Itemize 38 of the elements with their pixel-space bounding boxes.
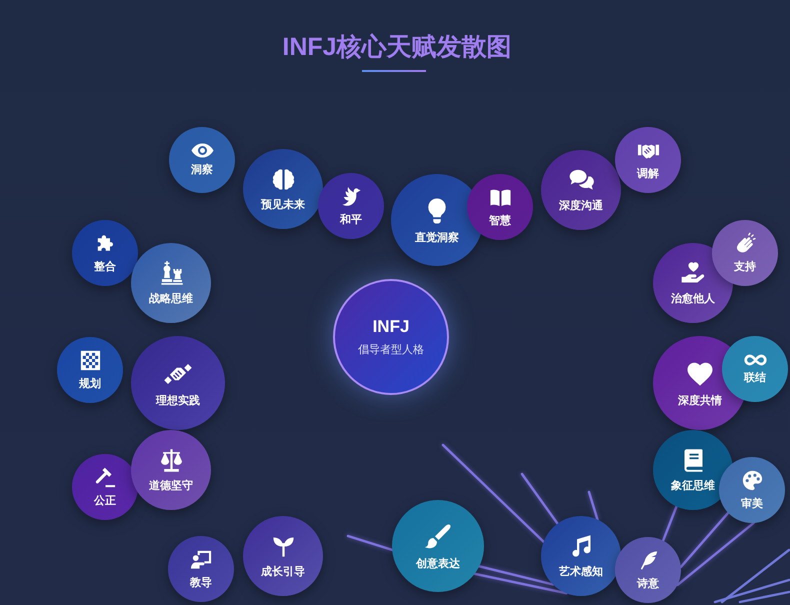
node-label: 调解 bbox=[637, 168, 659, 181]
connector-line bbox=[520, 472, 559, 525]
node-label: 治愈他人 bbox=[671, 293, 715, 306]
connector-line bbox=[442, 444, 545, 543]
node-label: 支持 bbox=[734, 261, 756, 274]
core-title: INFJ bbox=[372, 317, 410, 337]
node-label: 规划 bbox=[79, 378, 101, 391]
node-label: 预见未来 bbox=[261, 199, 305, 212]
node-label: 道德坚守 bbox=[149, 480, 193, 493]
node-label: 直觉洞察 bbox=[415, 232, 459, 244]
connector-line bbox=[662, 505, 678, 542]
node-label: 和平 bbox=[340, 214, 362, 227]
connector-line bbox=[676, 522, 755, 586]
node-label: 象征思维 bbox=[671, 480, 715, 493]
connector-line bbox=[474, 572, 568, 594]
node-label: 审美 bbox=[741, 498, 763, 511]
node-label: 公正 bbox=[94, 495, 116, 508]
connector-line bbox=[478, 565, 554, 586]
diagram-title: INFJ核心天赋发散图 bbox=[282, 32, 512, 63]
node-label: 战略思维 bbox=[149, 293, 193, 306]
core-subtitle: 倡导者型人格 bbox=[358, 343, 424, 357]
node-label: 整合 bbox=[94, 261, 116, 274]
node-label: 理想实践 bbox=[156, 394, 200, 408]
connector-line bbox=[588, 490, 599, 521]
node-label: 成长引导 bbox=[261, 566, 305, 579]
node-label: 深度共情 bbox=[678, 394, 722, 408]
node-label: 诗意 bbox=[637, 578, 659, 591]
talent-circle bbox=[719, 457, 785, 523]
node-label: 创意表达 bbox=[416, 558, 460, 570]
node-label: 教导 bbox=[190, 577, 212, 590]
connector-line bbox=[680, 512, 730, 568]
connector-line bbox=[346, 534, 394, 552]
node-label: 深度沟通 bbox=[559, 200, 603, 213]
talent-circle bbox=[541, 516, 621, 596]
node-label: 艺术感知 bbox=[559, 566, 603, 579]
node-label: 智慧 bbox=[489, 215, 511, 228]
node-label: 洞察 bbox=[191, 164, 213, 177]
node-label: 联结 bbox=[744, 372, 766, 384]
